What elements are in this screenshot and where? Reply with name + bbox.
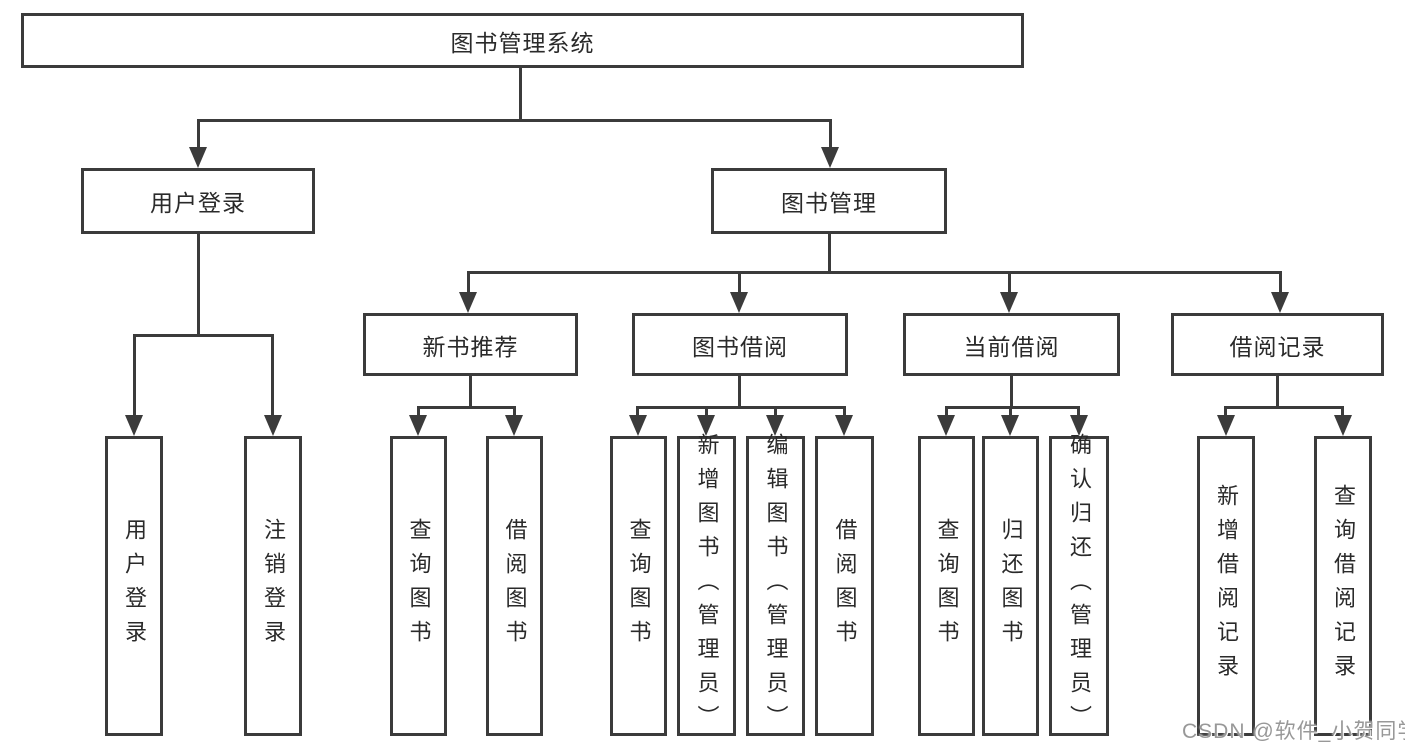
connector-mgmt-drop-3 bbox=[1008, 271, 1011, 296]
connector-root-drop-right bbox=[829, 119, 832, 152]
leaf-recommend-query-books: 查询图书 bbox=[390, 436, 447, 736]
connector-current-bar bbox=[945, 406, 1080, 409]
arrowhead-down bbox=[1001, 415, 1019, 436]
leaf-recommend-borrow-books-label: 借阅图书 bbox=[502, 518, 528, 654]
connector-current-stem bbox=[1010, 375, 1013, 409]
leaf-add-borrow-record-label: 新增借阅记录 bbox=[1214, 484, 1239, 688]
connector-records-stem bbox=[1276, 375, 1279, 409]
connector-login-bar bbox=[133, 334, 274, 337]
node-book-management-label: 图书管理 bbox=[781, 190, 877, 216]
leaf-edit-books-admin-label: 编辑图书（管理员） bbox=[763, 433, 789, 739]
node-book-management: 图书管理 bbox=[711, 168, 947, 234]
arrowhead-down bbox=[505, 415, 523, 436]
connector-recommend-stem bbox=[469, 375, 472, 409]
connector-borrowing-drop-1 bbox=[636, 406, 639, 419]
node-book-borrowing-label: 图书借阅 bbox=[692, 333, 788, 360]
connector-mgmt-drop-1 bbox=[467, 271, 470, 296]
connector-login-drop-left bbox=[133, 334, 136, 420]
arrowhead-down bbox=[459, 292, 477, 313]
connector-recommend-drop-2 bbox=[513, 406, 516, 419]
node-library-system-label: 图书管理系统 bbox=[450, 29, 595, 56]
connector-borrowing-stem bbox=[738, 375, 741, 409]
node-user-login: 用户登录 bbox=[81, 168, 315, 234]
leaf-confirm-return-admin-label: 确认归还（管理员） bbox=[1067, 433, 1092, 739]
leaf-edit-books-admin: 编辑图书（管理员） bbox=[746, 433, 805, 739]
connector-mgmt-stem bbox=[828, 232, 831, 274]
arrowhead-down bbox=[1217, 415, 1235, 436]
connector-current-drop-1 bbox=[945, 406, 948, 419]
connector-root-stem bbox=[519, 66, 522, 120]
connector-records-drop-2 bbox=[1341, 406, 1344, 419]
leaf-borrowing-borrow-books-label: 借阅图书 bbox=[832, 518, 858, 654]
arrowhead-down bbox=[264, 415, 282, 436]
arrowhead-down bbox=[125, 415, 143, 436]
node-borrow-records: 借阅记录 bbox=[1171, 313, 1384, 376]
connector-root-drop-left bbox=[197, 119, 200, 152]
connector-borrowing-drop-4 bbox=[843, 406, 846, 419]
node-book-borrowing: 图书借阅 bbox=[632, 313, 848, 376]
leaf-add-borrow-record: 新增借阅记录 bbox=[1197, 436, 1255, 736]
connector-root-bar bbox=[197, 119, 832, 122]
leaf-add-books-admin: 新增图书（管理员） bbox=[677, 433, 736, 739]
arrowhead-down bbox=[937, 415, 955, 436]
leaf-recommend-borrow-books: 借阅图书 bbox=[486, 436, 543, 736]
arrowhead-down bbox=[835, 415, 853, 436]
arrowhead-down bbox=[409, 415, 427, 436]
connector-mgmt-bar bbox=[467, 271, 1282, 274]
arrowhead-down bbox=[189, 147, 207, 168]
leaf-query-borrow-record: 查询借阅记录 bbox=[1314, 436, 1372, 736]
leaf-user-login-label: 用户登录 bbox=[122, 518, 147, 654]
node-library-system: 图书管理系统 bbox=[21, 13, 1024, 68]
connector-current-drop-2 bbox=[1009, 406, 1012, 419]
node-current-borrowing: 当前借阅 bbox=[903, 313, 1120, 376]
arrowhead-down bbox=[1271, 292, 1289, 313]
leaf-logout-label: 注销登录 bbox=[261, 518, 286, 654]
arrowhead-down bbox=[697, 415, 715, 436]
connector-mgmt-drop-4 bbox=[1279, 271, 1282, 296]
node-user-login-label: 用户登录 bbox=[150, 190, 246, 216]
connector-records-drop-1 bbox=[1224, 406, 1227, 419]
leaf-borrowing-query-books-label: 查询图书 bbox=[626, 518, 652, 654]
arrowhead-down bbox=[730, 292, 748, 313]
leaf-return-books: 归还图书 bbox=[982, 436, 1039, 736]
connector-recommend-drop-1 bbox=[417, 406, 420, 419]
connector-recommend-bar bbox=[417, 406, 516, 409]
leaf-current-query-books: 查询图书 bbox=[918, 436, 975, 736]
connector-login-stem bbox=[197, 232, 200, 337]
leaf-add-books-admin-label: 新增图书（管理员） bbox=[694, 433, 720, 739]
node-borrow-records-label: 借阅记录 bbox=[1229, 333, 1326, 360]
node-current-borrowing-label: 当前借阅 bbox=[963, 333, 1060, 360]
leaf-current-query-books-label: 查询图书 bbox=[934, 518, 960, 654]
connector-current-drop-3 bbox=[1077, 406, 1080, 419]
leaf-borrowing-query-books: 查询图书 bbox=[610, 436, 667, 736]
connector-mgmt-drop-2 bbox=[738, 271, 741, 296]
leaf-borrowing-borrow-books: 借阅图书 bbox=[815, 436, 874, 736]
connector-borrowing-bar bbox=[636, 406, 846, 409]
arrowhead-down bbox=[1334, 415, 1352, 436]
connector-login-drop-right bbox=[271, 334, 274, 420]
node-new-book-recommend-label: 新书推荐 bbox=[422, 333, 519, 360]
connector-borrowing-drop-2 bbox=[705, 406, 708, 419]
arrowhead-down bbox=[1070, 415, 1088, 436]
csdn-watermark: CSDN @软件_小贺同学 bbox=[1182, 720, 1405, 743]
leaf-confirm-return-admin: 确认归还（管理员） bbox=[1049, 433, 1109, 739]
node-new-book-recommend: 新书推荐 bbox=[363, 313, 578, 376]
arrowhead-down bbox=[629, 415, 647, 436]
leaf-query-borrow-record-label: 查询借阅记录 bbox=[1331, 484, 1356, 688]
arrowhead-down bbox=[766, 415, 784, 436]
connector-borrowing-drop-3 bbox=[774, 406, 777, 419]
leaf-recommend-query-books-label: 查询图书 bbox=[406, 518, 432, 654]
leaf-logout: 注销登录 bbox=[244, 436, 302, 736]
arrowhead-down bbox=[1000, 292, 1018, 313]
leaf-user-login: 用户登录 bbox=[105, 436, 163, 736]
leaf-return-books-label: 归还图书 bbox=[998, 518, 1024, 654]
arrowhead-down bbox=[821, 147, 839, 168]
connector-records-bar bbox=[1224, 406, 1344, 409]
